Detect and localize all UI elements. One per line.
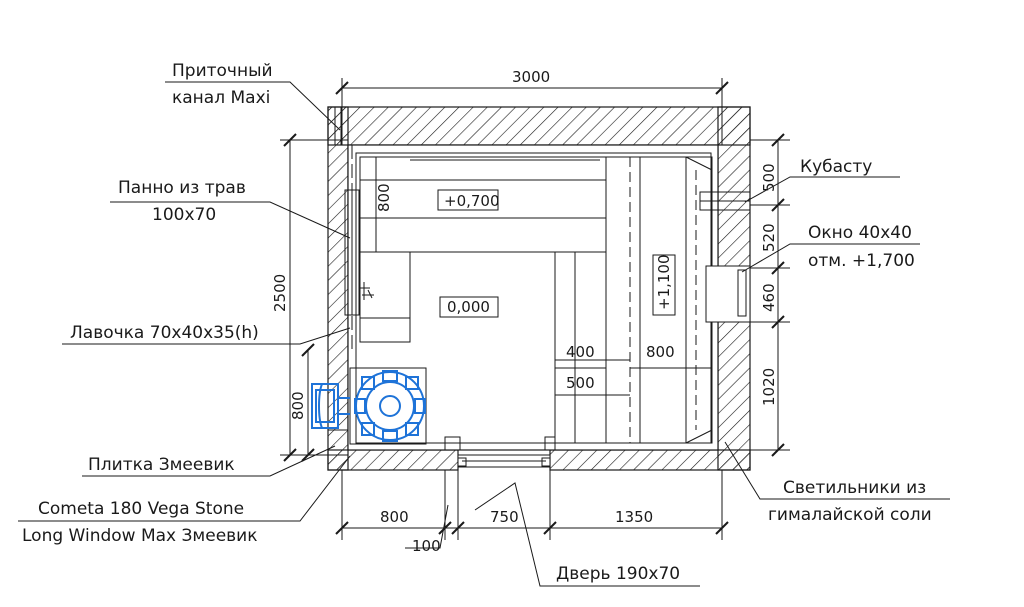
label-supply-channel-1: Приточный	[172, 61, 273, 81]
leader-lines	[18, 81, 950, 587]
dim-right-4: 1020	[760, 368, 778, 406]
dim-bottom-2: 750	[490, 508, 519, 526]
label-herb-panel-1: Панно из трав	[118, 178, 246, 198]
label-tile: Плитка Змеевик	[88, 455, 235, 475]
level-floor-box	[439, 296, 499, 318]
dim-left-stove: 800	[289, 391, 307, 420]
small-bench	[359, 251, 411, 343]
label-bench: Лавочка 70х40х35(h)	[70, 323, 259, 343]
level-upper-bench: +0,700	[444, 192, 500, 210]
stove-icon	[311, 367, 427, 445]
label-lamps-2: гималайской соли	[768, 505, 932, 525]
dim-bottom-1: 800	[380, 508, 409, 526]
dim-right-2: 520	[760, 223, 778, 252]
upper-bench	[359, 156, 607, 253]
dim-bench-upper-depth: 800	[375, 183, 393, 212]
label-window-1: Окно 40х40	[808, 223, 912, 243]
dim-top-width: 3000	[512, 68, 550, 86]
dim-bottom-gap: 100	[412, 537, 441, 555]
label-kubastu: Кубасту	[800, 157, 872, 177]
label-stove-2: Long Window Max Змеевик	[22, 526, 258, 546]
dimension-lines	[280, 78, 790, 540]
label-herb-panel-2: 100х70	[152, 205, 216, 225]
dim-bottom-3: 1350	[615, 508, 653, 526]
label-lamps-1: Светильники из	[783, 478, 926, 498]
window	[705, 265, 751, 323]
dim-step-400: 400	[566, 343, 595, 361]
level-upper-box	[437, 189, 499, 211]
level-floor: 0,000	[447, 298, 490, 316]
tile-area	[327, 429, 349, 451]
dim-right-1: 500	[760, 163, 778, 192]
level-right-box	[652, 254, 676, 316]
dim-step-500: 500	[566, 374, 595, 392]
label-window-2: отм. +1,700	[808, 251, 915, 271]
dim-right-3: 460	[760, 283, 778, 312]
label-door: Дверь 190х70	[556, 564, 680, 584]
dim-left-height: 2500	[271, 274, 289, 312]
level-right-bench: +1,100	[655, 254, 673, 310]
dim-bench-right-width: 800	[646, 343, 675, 361]
label-stove-1: Cometa 180 Vega Stone	[38, 499, 244, 519]
kubastu-vent	[699, 191, 751, 211]
label-supply-channel-2: канал Maxi	[172, 88, 270, 108]
door	[444, 436, 556, 468]
supply-channel	[334, 107, 353, 352]
